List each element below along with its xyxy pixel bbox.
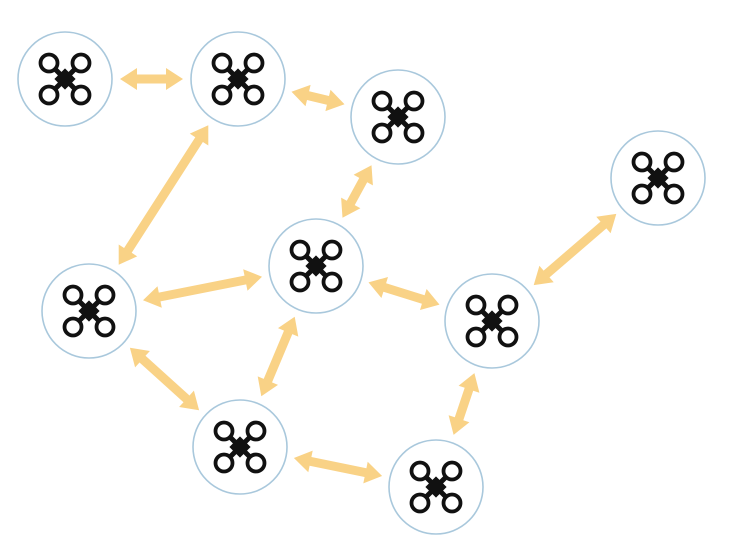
link-arrow-d3-d5 [341, 165, 373, 218]
drone-node-d7 [444, 273, 540, 369]
link-arrow-d5-d7 [368, 277, 440, 310]
link-arrow-d8-d9 [293, 450, 383, 484]
drone-node-d9 [388, 439, 484, 535]
link-arrow-d2-d6 [118, 125, 209, 265]
link-arrow-d2-d3 [291, 84, 345, 112]
drone-node-d8 [192, 399, 288, 495]
drone-node-d6 [41, 263, 137, 359]
drone-node-d5 [268, 218, 364, 314]
link-arrow-d6-d8 [129, 347, 200, 411]
link-arrow-d6-d5 [143, 269, 262, 308]
drone-node-d1 [17, 31, 113, 127]
link-arrow-d7-d4 [533, 213, 617, 286]
link-arrow-d5-d8 [257, 316, 299, 397]
link-arrow-d1-d2 [120, 68, 183, 90]
drone-node-d3 [350, 69, 446, 165]
drone-node-d2 [190, 31, 286, 127]
link-arrow-d9-d7 [448, 373, 480, 435]
nodes-layer [17, 31, 706, 535]
links-layer [118, 68, 617, 484]
drone-node-d4 [610, 130, 706, 226]
